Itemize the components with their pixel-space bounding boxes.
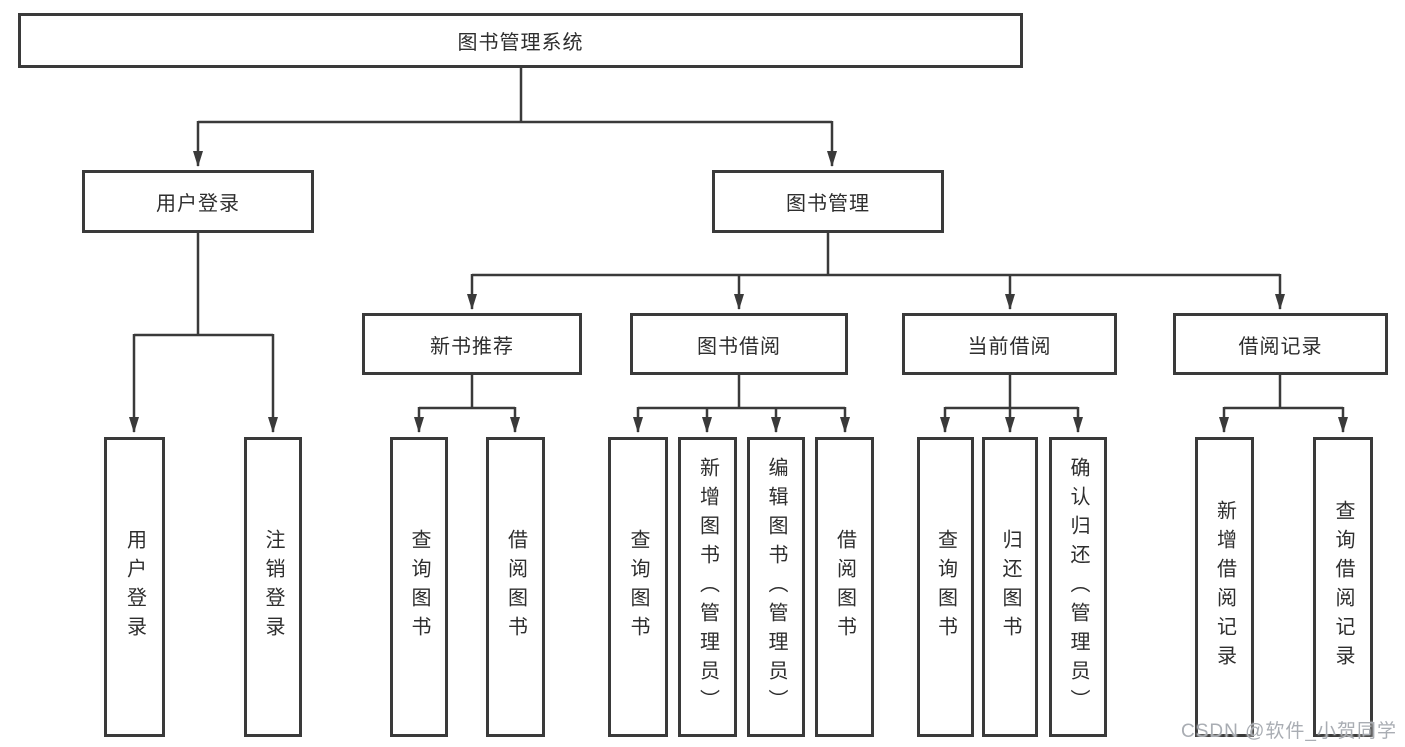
node-user-login-branch-label: 用户登录	[156, 193, 240, 215]
node-leaf-query-borrow-record: 查询借阅记录	[1313, 437, 1373, 737]
node-leaf-add-borrow-record: 新增借阅记录	[1195, 437, 1254, 737]
node-leaf-edit-book-admin-label: 编辑图书（管理员）	[765, 456, 787, 718]
node-current-borrowing-label: 当前借阅	[967, 335, 1052, 358]
node-new-book-recommend: 新书推荐	[362, 313, 582, 375]
node-leaf-add-borrow-record-label: 新增借阅记录	[1213, 500, 1236, 674]
node-current-borrowing: 当前借阅	[902, 313, 1117, 375]
node-new-book-recommend-label: 新书推荐	[430, 335, 514, 358]
node-book-borrowing: 图书借阅	[630, 313, 848, 375]
node-leaf-query-books-current-label: 查询图书	[934, 529, 957, 645]
node-book-management-branch: 图书管理	[712, 170, 944, 233]
node-leaf-add-book-admin: 新增图书（管理员）	[678, 437, 737, 737]
node-leaf-query-books-borrowing-label: 查询图书	[627, 529, 649, 645]
node-leaf-query-books-current: 查询图书	[917, 437, 974, 737]
node-root-system-label: 图书管理系统	[457, 32, 584, 54]
node-root-system: 图书管理系统	[18, 13, 1023, 68]
node-borrowing-records-label: 借阅记录	[1238, 335, 1323, 358]
node-leaf-confirm-return-admin: 确认归还（管理员）	[1049, 437, 1107, 737]
node-leaf-query-books-borrowing: 查询图书	[608, 437, 668, 737]
node-leaf-user-login-label: 用户登录	[123, 529, 146, 645]
node-leaf-user-login: 用户登录	[104, 437, 165, 737]
node-leaf-borrow-books-recommend-label: 借阅图书	[504, 529, 527, 645]
node-leaf-add-book-admin-label: 新增图书（管理员）	[696, 456, 719, 718]
node-leaf-query-books-recommend-label: 查询图书	[408, 529, 430, 645]
node-leaf-borrow-books-label: 借阅图书	[833, 529, 856, 645]
node-leaf-query-borrow-record-label: 查询借阅记录	[1332, 500, 1354, 674]
node-leaf-query-books-recommend: 查询图书	[390, 437, 448, 737]
node-book-borrowing-label: 图书借阅	[697, 335, 781, 358]
node-user-login-branch: 用户登录	[82, 170, 314, 233]
node-leaf-edit-book-admin: 编辑图书（管理员）	[747, 437, 805, 737]
node-leaf-return-books-label: 归还图书	[999, 529, 1021, 645]
node-borrowing-records: 借阅记录	[1173, 313, 1388, 375]
csdn-watermark: CSDN @软件_小贺同学	[1181, 721, 1397, 742]
node-leaf-return-books: 归还图书	[982, 437, 1038, 737]
node-leaf-borrow-books-recommend: 借阅图书	[486, 437, 545, 737]
node-leaf-logout-label: 注销登录	[262, 529, 284, 645]
node-leaf-logout: 注销登录	[244, 437, 302, 737]
node-book-management-branch-label: 图书管理	[786, 193, 870, 215]
node-leaf-borrow-books: 借阅图书	[815, 437, 874, 737]
node-leaf-confirm-return-admin-label: 确认归还（管理员）	[1067, 456, 1089, 718]
